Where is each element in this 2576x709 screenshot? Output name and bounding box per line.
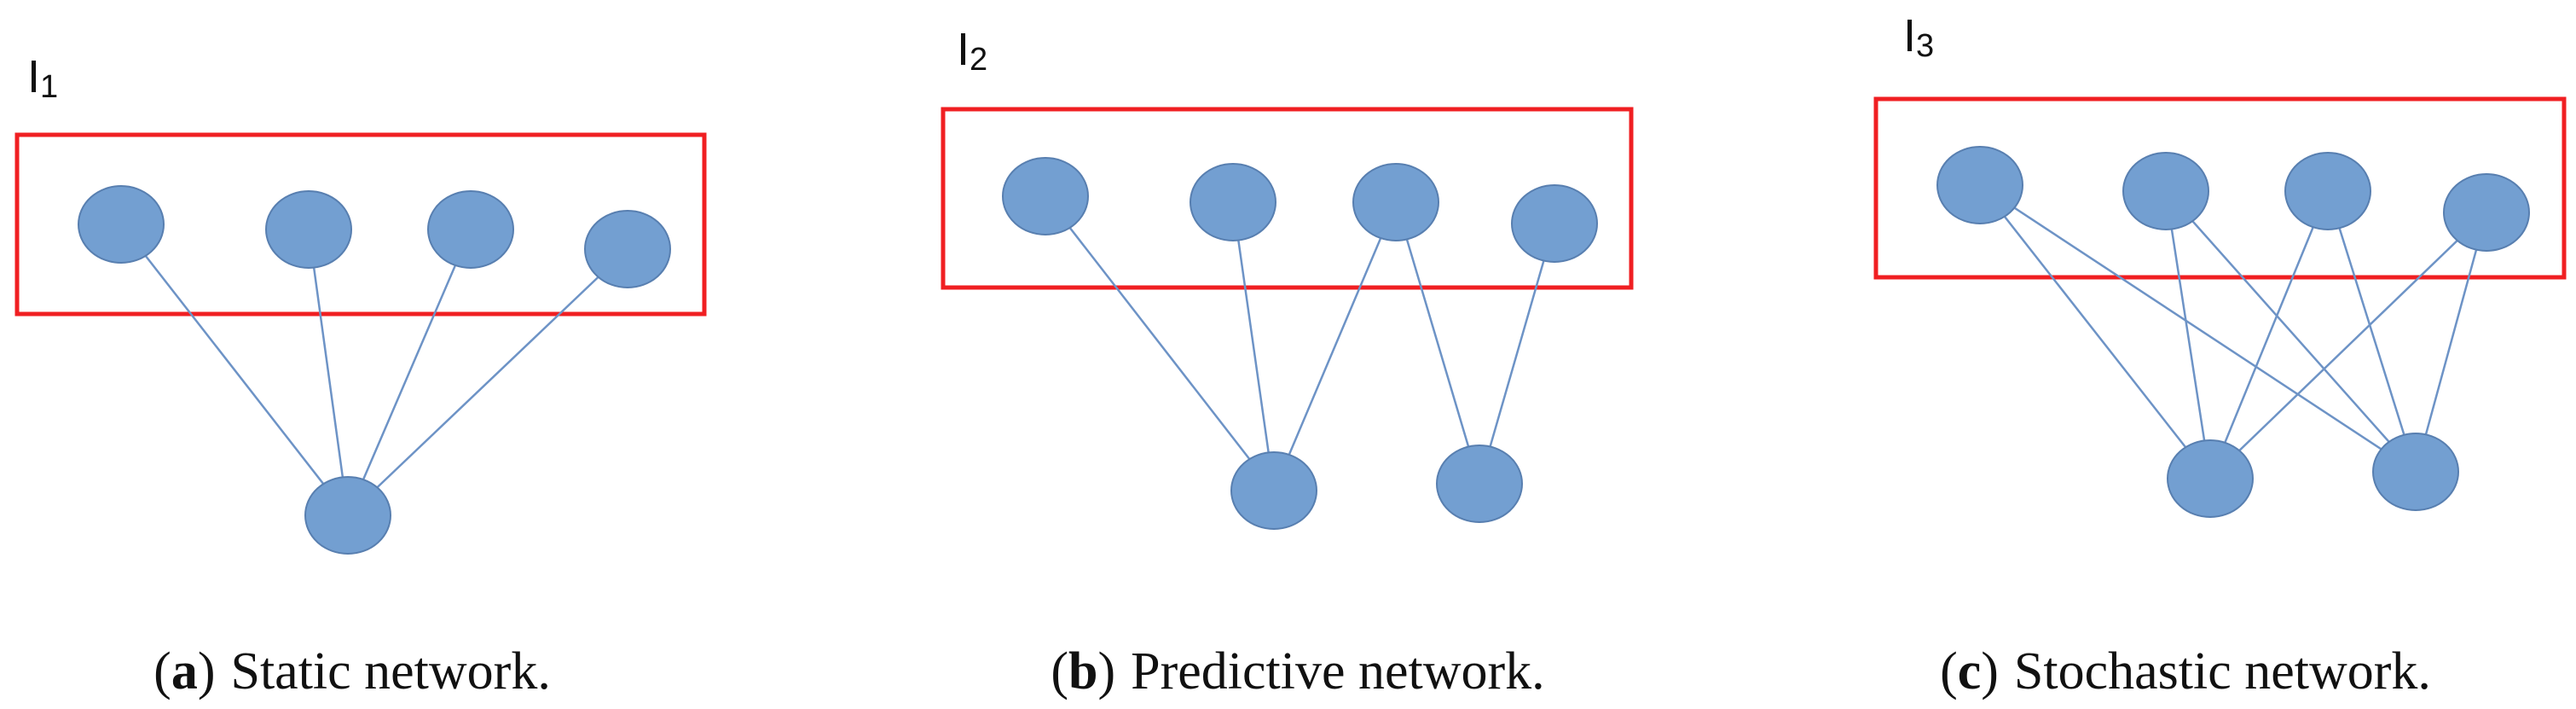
panel-a-caption: (a)Static network. xyxy=(153,642,551,700)
panel-c-top-node-4 xyxy=(2443,173,2530,252)
panel-c-label: I3 xyxy=(1903,10,1934,64)
panel-b-label: I2 xyxy=(957,24,987,78)
panel-stochastic-network: I3 (c)Stochastic network. xyxy=(1873,10,2567,700)
panel-c-top-node-2 xyxy=(2122,152,2209,230)
panel-a-edge-4 xyxy=(347,248,628,516)
panel-c-caption: (c)Stochastic network. xyxy=(1940,642,2431,700)
panel-b-input-frame xyxy=(941,107,1634,290)
panel-a-edge-2 xyxy=(307,229,350,516)
panel-a-top-node-3 xyxy=(427,190,514,269)
panel-c-edge-1 xyxy=(1979,184,2211,479)
panel-b-bottom-node-1 xyxy=(1230,451,1317,530)
panel-c-edge-5 xyxy=(2208,190,2330,479)
panel-a-edge-1 xyxy=(120,224,349,516)
panel-c-bottom-node-2 xyxy=(2372,433,2459,511)
panel-a-bottom-node-1 xyxy=(304,476,391,555)
panel-c-top-node-3 xyxy=(2284,152,2371,230)
panel-c-edge-6 xyxy=(2326,190,2417,473)
panel-c-edge-7 xyxy=(2209,212,2487,479)
panel-b-bottom-node-2 xyxy=(1436,445,1523,523)
panel-c-edge-8 xyxy=(2414,212,2488,473)
panel-b-edge-3 xyxy=(1272,201,1398,491)
panel-predictive-network: I2 (b)Predictive network. xyxy=(941,24,1634,700)
panel-c-edge-2 xyxy=(1979,183,2417,474)
panel-a-edge-3 xyxy=(346,229,472,516)
panel-c-edge-3 xyxy=(2164,190,2212,479)
panel-b-top-node-4 xyxy=(1511,184,1598,263)
panel-static-network: I1 (a)Static network. xyxy=(14,51,707,700)
panel-a-label: I1 xyxy=(27,51,58,105)
panel-c-input-frame xyxy=(1873,96,2567,280)
panel-b-edge-1 xyxy=(1045,195,1275,491)
panel-c-edge-4 xyxy=(2165,190,2417,473)
panel-b-top-node-3 xyxy=(1352,163,1439,241)
panel-c-top-node-1 xyxy=(1936,146,2023,224)
panel-a-top-node-4 xyxy=(584,210,671,288)
panel-a-input-frame xyxy=(14,132,707,317)
panel-b-edge-4 xyxy=(1394,201,1481,485)
panel-a-top-node-1 xyxy=(78,185,165,264)
panel-b-top-node-1 xyxy=(1002,157,1089,235)
panel-b-edge-5 xyxy=(1478,223,1556,485)
panel-b-caption: (b)Predictive network. xyxy=(1051,642,1544,700)
panel-a-label-subscript: 1 xyxy=(40,69,58,105)
panel-b-edge-2 xyxy=(1231,201,1276,491)
panel-c-label-subscript: 3 xyxy=(1916,28,1934,64)
panel-c-bottom-node-1 xyxy=(2167,439,2254,518)
panel-b-label-subscript: 2 xyxy=(970,42,987,78)
panel-a-top-node-2 xyxy=(265,190,352,269)
panel-b-top-node-2 xyxy=(1190,163,1276,241)
